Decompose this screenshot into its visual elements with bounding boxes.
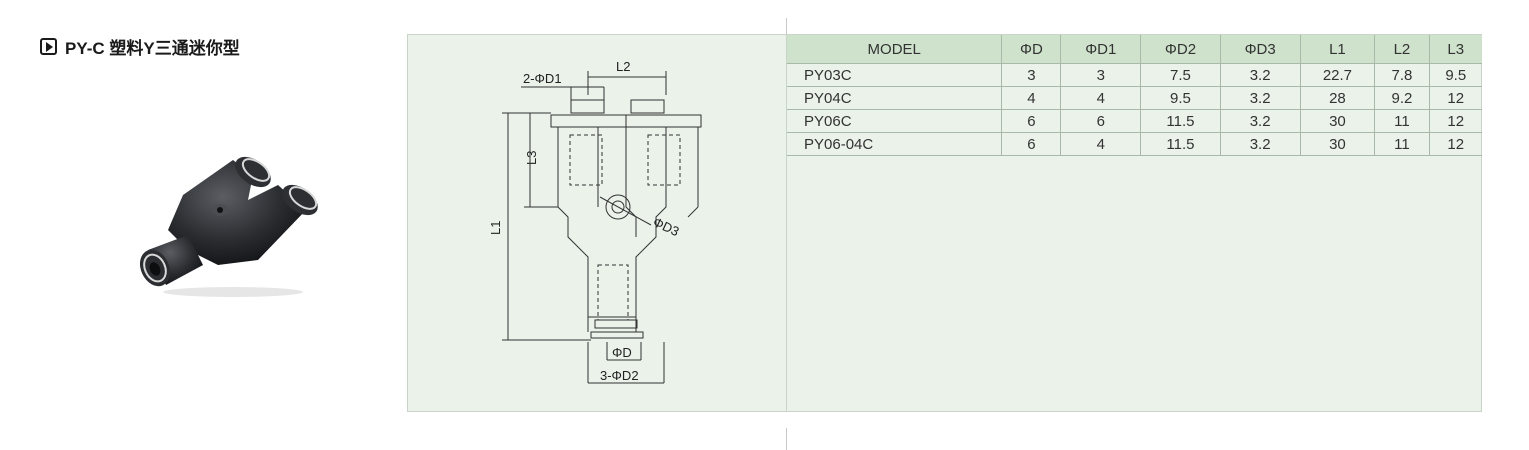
table-cell: 3 xyxy=(1060,63,1142,87)
table-cell: 7.8 xyxy=(1374,63,1430,87)
table-cell: 11 xyxy=(1374,132,1430,156)
table-cell: 9.5 xyxy=(1429,63,1482,87)
col-model: MODEL xyxy=(787,35,1003,64)
table-cell: 12 xyxy=(1429,132,1482,156)
spec-table: MODEL ΦD ΦD1 ΦD2 ΦD3 L1 L2 L3 PY03C 3 3 … xyxy=(787,35,1482,156)
table-cell: 3 xyxy=(1001,63,1062,87)
col-d: ΦD xyxy=(1001,35,1062,64)
table-cell: 3.2 xyxy=(1220,132,1301,156)
play-icon xyxy=(40,38,57,55)
table-cell: 9.2 xyxy=(1374,86,1430,110)
table-row: PY04C 4 4 9.5 3.2 28 9.2 12 xyxy=(787,86,1482,110)
table-cell: 11.5 xyxy=(1140,109,1221,133)
table-cell: PY06C xyxy=(787,109,1003,133)
table-cell: PY03C xyxy=(787,63,1003,87)
table-cell: 9.5 xyxy=(1140,86,1221,110)
label-l3: L3 xyxy=(524,151,539,165)
table-cell: 6 xyxy=(1001,132,1062,156)
label-d1: 2-ΦD1 xyxy=(523,71,562,86)
table-cell: 22.7 xyxy=(1300,63,1376,87)
col-d3: ΦD3 xyxy=(1220,35,1301,64)
table-row: PY06-04C 6 4 11.5 3.2 30 11 12 xyxy=(787,132,1482,156)
table-row: PY06C 6 6 11.5 3.2 30 11 12 xyxy=(787,109,1482,133)
table-cell: 11 xyxy=(1374,109,1430,133)
table-cell: 30 xyxy=(1300,109,1376,133)
col-l3: L3 xyxy=(1429,35,1482,64)
table-cell: 12 xyxy=(1429,86,1482,110)
table-cell: 3.2 xyxy=(1220,63,1301,87)
technical-drawing: L2 2-ΦD1 L3 L1 ΦD3 ΦD 3-ΦD2 xyxy=(488,59,702,384)
label-d: ΦD xyxy=(612,345,632,360)
spec-panel: L2 2-ΦD1 L3 L1 ΦD3 ΦD 3-ΦD2 MODEL ΦD ΦD1… xyxy=(407,34,1482,412)
table-cell: 7.5 xyxy=(1140,63,1221,87)
table-row: PY03C 3 3 7.5 3.2 22.7 7.8 9.5 xyxy=(787,63,1482,87)
panel-divider xyxy=(786,35,787,411)
col-d1: ΦD1 xyxy=(1060,35,1142,64)
section-title-text: PY-C 塑料Y三通迷你型 xyxy=(65,39,240,58)
table-cell: 6 xyxy=(1001,109,1062,133)
table-cell: 6 xyxy=(1060,109,1142,133)
table-cell: 4 xyxy=(1001,86,1062,110)
table-cell: PY04C xyxy=(787,86,1003,110)
table-cell: PY06-04C xyxy=(787,132,1003,156)
table-header-row: MODEL ΦD ΦD1 ΦD2 ΦD3 L1 L2 L3 xyxy=(787,35,1482,64)
col-d2: ΦD2 xyxy=(1140,35,1221,64)
product-photo xyxy=(139,156,318,297)
table-cell: 3.2 xyxy=(1220,86,1301,110)
table-cell: 4 xyxy=(1060,86,1142,110)
label-l2: L2 xyxy=(616,59,630,74)
label-d2: 3-ΦD2 xyxy=(600,368,639,383)
table-cell: 30 xyxy=(1300,132,1376,156)
table-cell: 3.2 xyxy=(1220,109,1301,133)
table-cell: 28 xyxy=(1300,86,1376,110)
col-l1: L1 xyxy=(1300,35,1376,64)
divider-top xyxy=(786,18,787,34)
table-cell: 11.5 xyxy=(1140,132,1221,156)
divider-bottom xyxy=(786,428,787,450)
table-cell: 12 xyxy=(1429,109,1482,133)
col-l2: L2 xyxy=(1374,35,1430,64)
table-cell: 4 xyxy=(1060,132,1142,156)
section-title: PY-C 塑料Y三通迷你型 xyxy=(40,34,240,59)
label-l1: L1 xyxy=(488,221,503,235)
label-d3: ΦD3 xyxy=(651,214,682,239)
